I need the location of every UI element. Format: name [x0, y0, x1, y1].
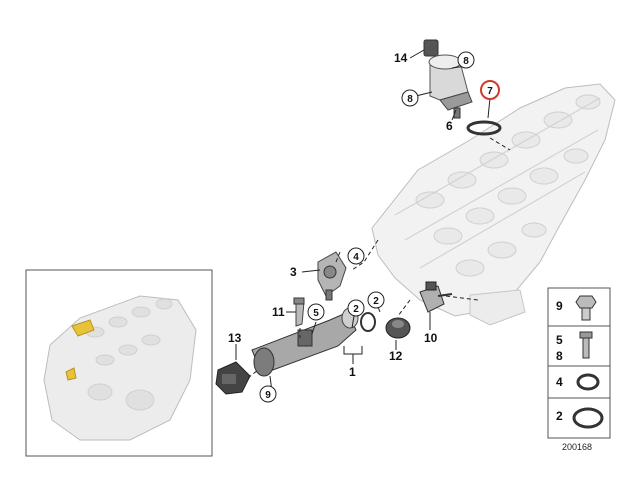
callout-1: 1 — [349, 365, 356, 379]
callout-12: 12 — [389, 349, 403, 363]
svg-text:4: 4 — [353, 252, 359, 263]
sensor-3 — [317, 251, 347, 301]
screw-icon — [579, 331, 593, 359]
legend-label-8: 8 — [556, 349, 563, 363]
callout-10: 10 — [424, 331, 438, 345]
gasket-7 — [466, 120, 502, 136]
valve-assembly-1 — [251, 307, 376, 377]
callout-circle-2a — [347, 299, 365, 317]
cylinder-head — [371, 83, 616, 326]
legend-label-2: 2 — [556, 409, 563, 423]
svg-text:2: 2 — [353, 304, 359, 315]
small-parts-legend: 9 5 8 4 2 — [547, 287, 611, 439]
bolt-icon — [575, 295, 597, 321]
solenoid-unit — [423, 39, 502, 136]
sensor-10 — [419, 281, 453, 313]
svg-text:2: 2 — [373, 296, 379, 307]
callout-3: 3 — [290, 265, 297, 279]
callout-circle-8a — [457, 51, 475, 69]
callout-circle-8b — [401, 89, 419, 107]
callout-circle-9 — [259, 385, 277, 403]
callout-labels: 14 8 8 6 7 3 4 11 5 2 2 1 12 10 13 9 — [228, 51, 500, 403]
plug-12 — [385, 317, 411, 339]
callout-14: 14 — [394, 51, 408, 65]
diagram-reference-number: 200168 — [562, 442, 592, 452]
o-ring-small-icon — [576, 373, 600, 391]
callout-6: 6 — [446, 119, 453, 133]
svg-text:8: 8 — [407, 94, 413, 105]
callout-circle-7-highlight — [480, 80, 500, 100]
svg-text:5: 5 — [313, 308, 319, 319]
assembly-lines — [247, 137, 511, 379]
callout-circle-2b — [367, 291, 385, 309]
connector-13 — [215, 361, 251, 395]
o-ring-large-icon — [572, 407, 604, 429]
bolt-11 — [293, 297, 305, 327]
callout-circle-5 — [307, 303, 325, 321]
callout-circle-4 — [347, 247, 365, 265]
svg-text:8: 8 — [463, 56, 469, 67]
legend-label-9: 9 — [556, 299, 563, 313]
legend-label-5: 5 — [556, 333, 563, 347]
svg-text:7: 7 — [487, 86, 493, 97]
callout-11: 11 — [272, 305, 285, 319]
svg-text:9: 9 — [265, 390, 271, 401]
engine-overview-inset — [25, 269, 213, 457]
highlight-part-yellow — [71, 319, 95, 337]
legend-label-4: 4 — [556, 375, 563, 389]
callout-13: 13 — [228, 331, 242, 345]
